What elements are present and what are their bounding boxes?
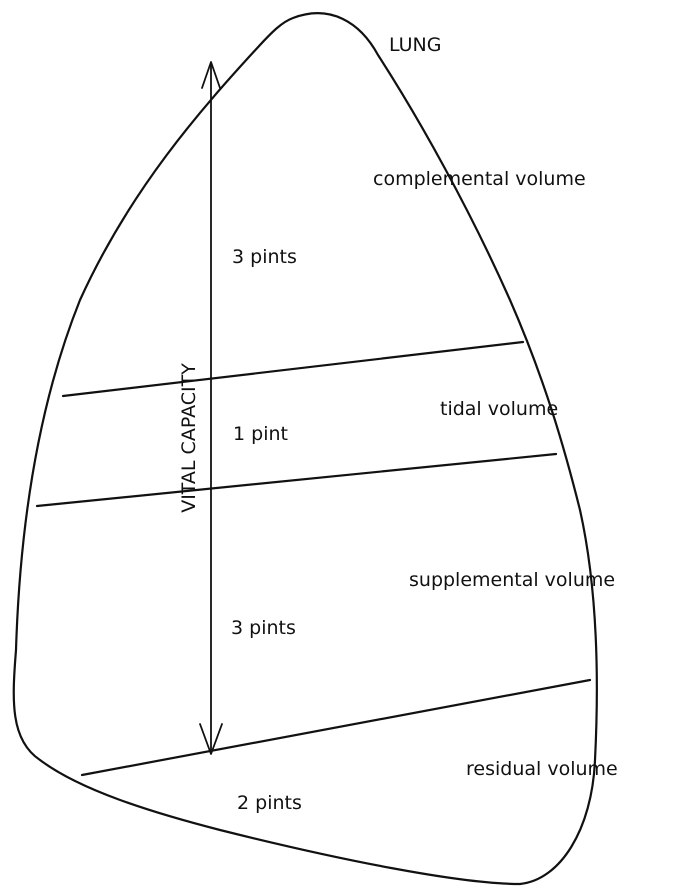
volume-amount-complemental: 3 pints — [232, 246, 297, 268]
volume-name-complemental: complemental volume — [373, 168, 586, 190]
volume-name-supplemental: supplemental volume — [409, 569, 615, 591]
divider-tidal-supplemental — [35, 452, 558, 508]
vital-capacity-label: VITAL CAPACITY — [178, 363, 200, 513]
lung-outline — [12, 12, 598, 886]
volume-amount-residual: 2 pints — [237, 792, 302, 814]
divider-supplemental-residual — [80, 678, 592, 777]
volume-name-residual: residual volume — [466, 758, 618, 780]
volume-name-tidal: tidal volume — [440, 398, 558, 420]
vital-capacity-arrow-top-head — [201, 61, 221, 89]
volume-amount-tidal: 1 pint — [233, 423, 288, 445]
organ-label: LUNG — [389, 34, 441, 56]
vital-capacity-arrow-bottom-head — [199, 723, 223, 755]
divider-complemental-tidal — [61, 340, 525, 398]
volume-amount-supplemental: 3 pints — [231, 617, 296, 639]
